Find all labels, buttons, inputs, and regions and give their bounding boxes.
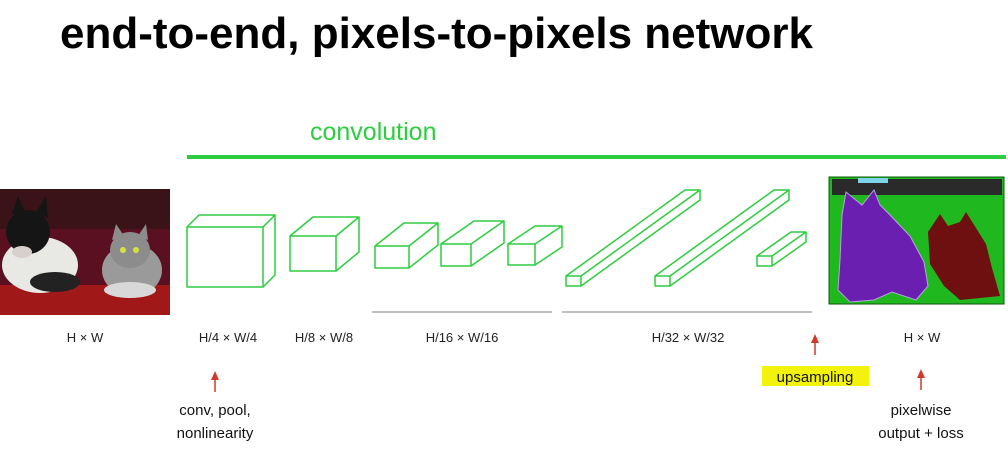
pixelwise-label: pixelwise [891, 402, 952, 419]
feature-map-h8 [289, 216, 360, 272]
feature-map-h32-b [654, 189, 790, 287]
dim-label-h16: H/16 × W/16 [426, 330, 499, 345]
feature-map-h32-a [565, 189, 701, 287]
arrow-upsampling [811, 334, 819, 355]
dim-label-h4: H/4 × W/4 [199, 330, 257, 345]
nonlinearity-label: nonlinearity [177, 425, 254, 442]
output-loss-label: output + loss [878, 425, 963, 442]
arrow-conv-pool [211, 371, 219, 392]
dim-label-h32: H/32 × W/32 [652, 330, 725, 345]
dim-label-input: H × W [67, 330, 104, 345]
upsampling-label: upsampling [777, 369, 854, 386]
dim-label-output: H × W [904, 330, 941, 345]
feature-map-h4 [186, 214, 276, 288]
dim-label-h8: H/8 × W/8 [295, 330, 353, 345]
arrow-pixelwise [917, 369, 925, 390]
page-title: end-to-end, pixels-to-pixels network [60, 9, 813, 58]
feature-map-h16-c [507, 225, 563, 266]
convolution-label: convolution [310, 118, 436, 146]
feature-map-h16-b [440, 220, 505, 267]
feature-map-h16-a [374, 222, 439, 269]
segmentation-output [828, 176, 1005, 305]
conv-pool-label: conv, pool, [179, 402, 250, 419]
feature-maps [186, 189, 807, 288]
input-image [0, 189, 170, 315]
feature-map-h32-c [756, 231, 807, 267]
upsampling-highlight [762, 366, 869, 386]
